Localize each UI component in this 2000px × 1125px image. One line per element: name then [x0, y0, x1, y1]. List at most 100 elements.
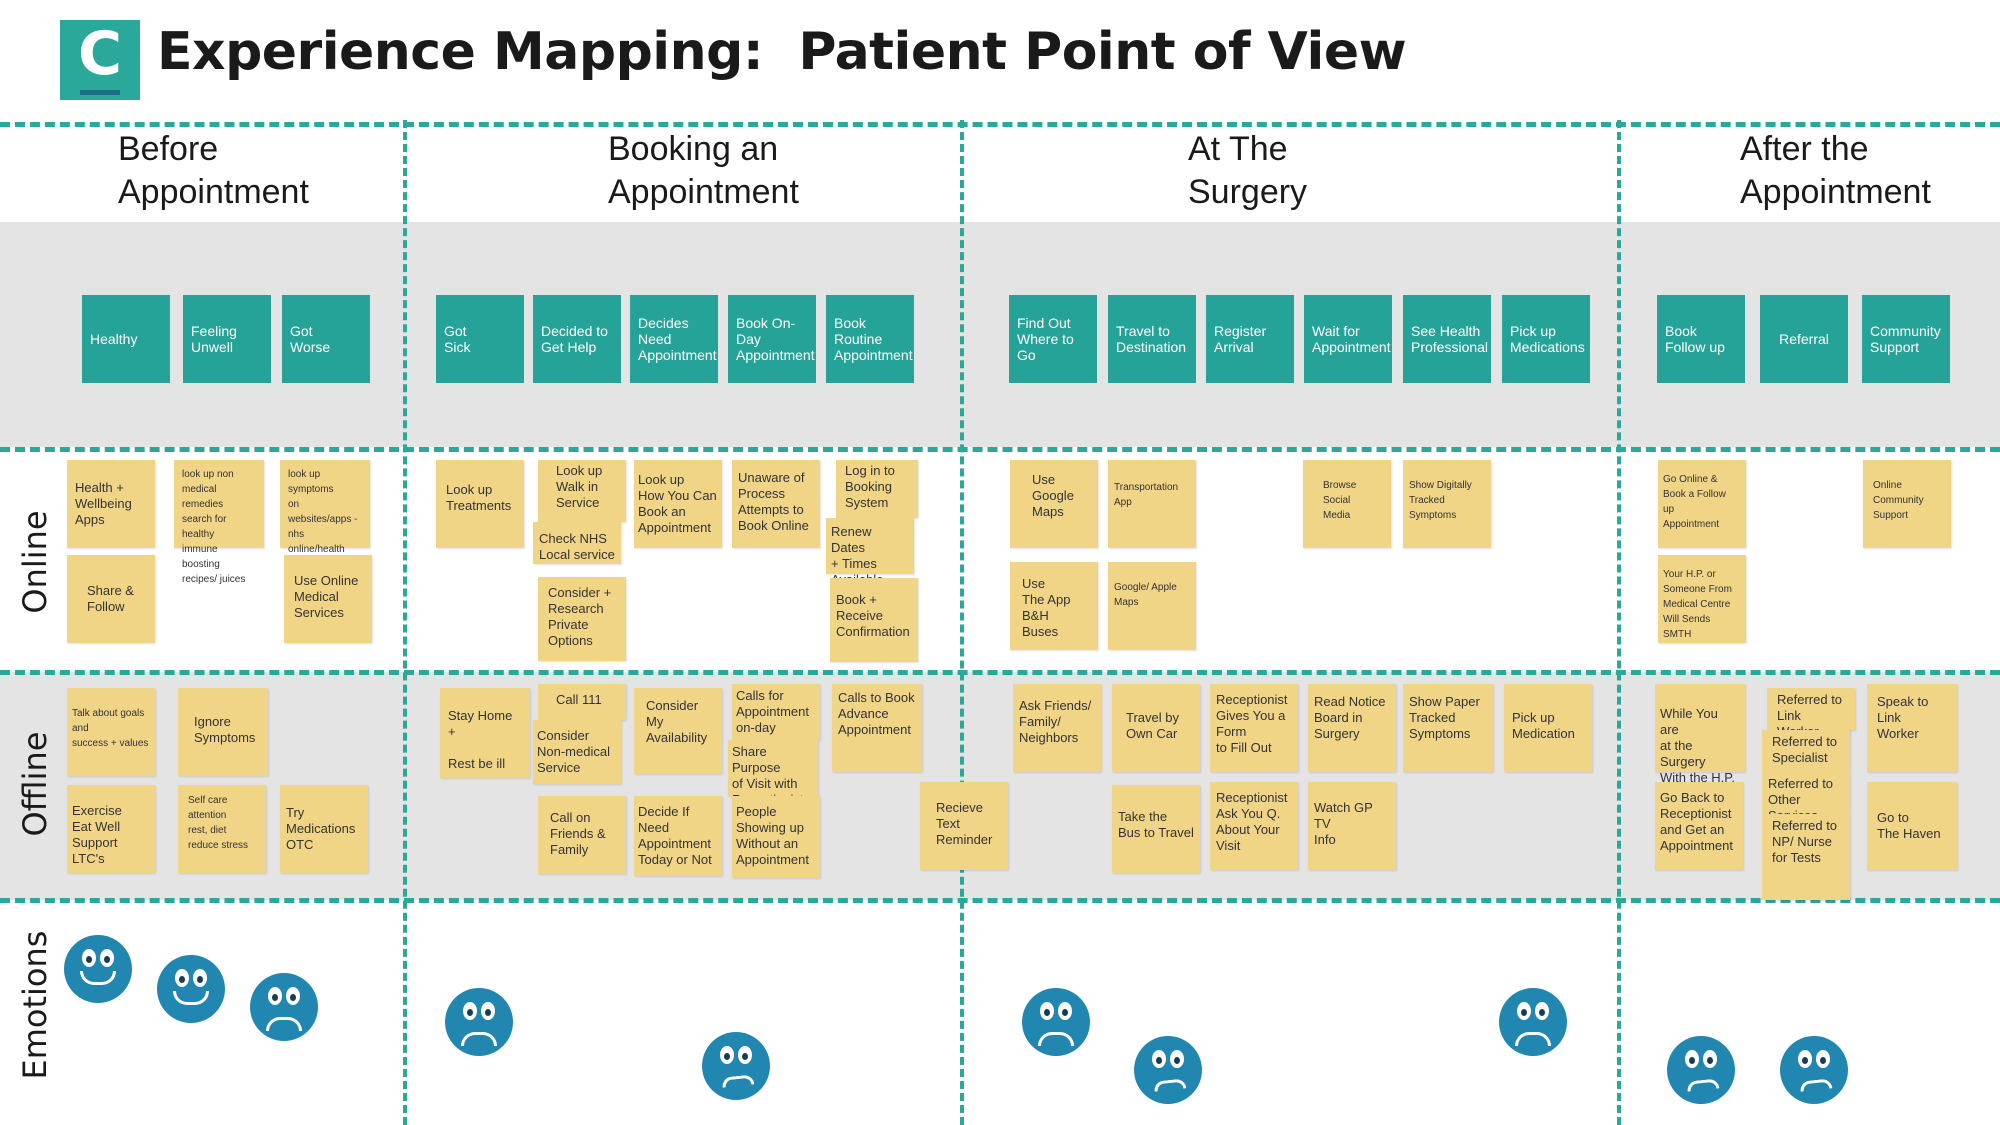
sticky-note-offline: Referred to Link Worker: [1767, 688, 1855, 739]
sticky-note-offline: Referred to Specialist: [1762, 730, 1850, 772]
sticky-note-online: Log in to Booking System: [836, 460, 918, 518]
sticky-note-offline: Ignore Symptoms: [178, 688, 268, 776]
phase-divider: [1617, 120, 1621, 1125]
sticky-note-offline: Referred to NP/ Nurse for Tests: [1762, 814, 1850, 900]
sticky-note-offline: Pick up Medication: [1504, 684, 1592, 772]
page-title: Experience Mapping: Patient Point of Vie…: [157, 22, 1407, 82]
touchpoint-step: Referral: [1760, 295, 1848, 383]
sticky-note-online: Look up Treatments: [436, 460, 524, 548]
sticky-note-offline: Speak to Link Worker: [1867, 684, 1957, 772]
sticky-note-online: look up symptoms on websites/apps - nhs …: [280, 460, 370, 585]
sticky-note-offline: Stay Home + Rest be ill: [440, 688, 530, 778]
touchpoint-step: Book Routine Appointment: [826, 295, 914, 383]
logo-letter: C: [77, 19, 123, 89]
mouth: [1153, 1078, 1187, 1092]
sticky-note-offline: Decide If Need Appointment Today or Not: [634, 796, 722, 876]
sticky-note-offline: Call 111: [538, 684, 626, 720]
eye: [1517, 1002, 1531, 1020]
sticky-note-offline: Call on Friends & Family: [538, 796, 626, 874]
touchpoint-step: Community Support: [1862, 295, 1950, 383]
phase-title-booking: Booking an Appointment: [608, 128, 799, 214]
sticky-note-offline: While You are at the Surgery With the H.…: [1655, 684, 1745, 785]
phase-title-line: After the: [1740, 130, 1869, 168]
phase-title-line: At The: [1188, 130, 1288, 168]
phase-divider: [403, 120, 407, 1125]
mouth: [173, 991, 209, 1005]
sticky-note-offline: Share Purpose of Visit with Receptionist: [728, 740, 818, 807]
touchpoint-step: Pick up Medications: [1502, 295, 1590, 383]
eye: [82, 949, 96, 967]
divider-online: [0, 447, 2000, 452]
sticky-note-online: Online Community Support: [1863, 460, 1951, 548]
touchpoint-step: Find Out Where to Go: [1009, 295, 1097, 383]
sticky-note-offline: Talk about goals and success + values: [67, 688, 155, 776]
sad-face-icon: [1499, 988, 1567, 1056]
sticky-note-offline: Watch GP TV Info: [1308, 782, 1396, 870]
sticky-note-online: Share & Follow: [67, 555, 155, 643]
happy-face-icon: [64, 935, 132, 1003]
touchpoint-step: See Health Professional: [1403, 295, 1491, 383]
mouth: [721, 1074, 755, 1088]
lane-emotions: Emotions: [16, 930, 54, 1080]
sticky-note-offline: Calls for Appointment on-day: [732, 684, 820, 740]
sticky-note-offline: Calls to Book Advance Appointment: [832, 684, 922, 772]
touchpoint-step: Wait for Appointment: [1304, 295, 1392, 383]
mouth: [1686, 1078, 1720, 1092]
touchpoint-step: Book On-Day Appointment: [728, 295, 816, 383]
sticky-note-online: Book + Receive Confirmation: [830, 578, 918, 662]
sticky-note-online: Use The App B&H Buses: [1010, 562, 1098, 650]
mouth: [1038, 1032, 1074, 1046]
phase-title-surgery: At The Surgery: [1188, 128, 1307, 214]
eye: [1816, 1050, 1830, 1068]
sticky-note-offline: Try Medications OTC: [280, 785, 368, 873]
mouth: [266, 1017, 302, 1031]
eye: [1152, 1050, 1166, 1068]
phase-title-line: Booking an: [608, 130, 779, 168]
sticky-note-online: Google/ Apple Maps: [1108, 562, 1196, 650]
sticky-note-online: Go Online & Book a Follow up Appointment: [1658, 460, 1746, 548]
phase-title-after: After the Appointment: [1740, 128, 1931, 214]
eye: [1798, 1050, 1812, 1068]
divider-offline: [0, 670, 2000, 675]
phase-divider: [960, 120, 964, 1125]
sticky-note-online: Your H.P. or Someone From Medical Centre…: [1658, 555, 1746, 643]
sticky-note-offline: Go to The Haven: [1867, 782, 1957, 870]
eye: [1040, 1002, 1054, 1020]
eye: [1685, 1050, 1699, 1068]
sticky-note-offline: Take the Bus to Travel: [1112, 785, 1200, 873]
lane-offline: Offline: [16, 731, 54, 837]
sticky-note-offline: People Showing up Without an Appointment: [732, 796, 820, 878]
sticky-note-online: Use Google Maps: [1010, 460, 1098, 548]
touchpoint-step: Travel to Destination: [1108, 295, 1196, 383]
happy-face-icon: [157, 955, 225, 1023]
touchpoint-step: Decided to Get Help: [533, 295, 621, 383]
touchpoint-step: Book Follow up: [1657, 295, 1745, 383]
eye: [286, 987, 300, 1005]
eye: [1535, 1002, 1549, 1020]
phase-title-line: Surgery: [1188, 173, 1308, 211]
mouth: [80, 971, 116, 985]
sad-face-icon: [445, 988, 513, 1056]
worried-face-icon: [702, 1032, 770, 1100]
touchpoint-step: Register Arrival: [1206, 295, 1294, 383]
sticky-note-online: Renew Dates + Times Available: [826, 518, 914, 587]
eye: [720, 1046, 734, 1064]
mouth: [1799, 1078, 1833, 1092]
sticky-note-offline: Self care attention rest, diet reduce st…: [178, 785, 266, 873]
sticky-note-offline: Receptionist Ask You Q. About Your Visit: [1210, 782, 1298, 870]
eye: [1058, 1002, 1072, 1020]
sticky-note-online: Health + Wellbeing Apps: [67, 460, 155, 548]
sticky-note-online: Check NHS Local service: [533, 522, 621, 564]
sticky-note-online: Transportation App: [1108, 460, 1196, 548]
sticky-note-online: Use Online Medical Services: [284, 555, 372, 643]
eye: [1703, 1050, 1717, 1068]
touchpoint-step: Healthy: [82, 295, 170, 383]
sticky-note-online: Look up Walk in Service: [538, 460, 626, 522]
sticky-note-online: Consider + Research Private Options: [538, 577, 626, 661]
eye: [1170, 1050, 1184, 1068]
sticky-note-offline: Exercise Eat Well Support LTC's: [67, 785, 155, 873]
mouth: [461, 1032, 497, 1046]
worried-face-icon: [1780, 1036, 1848, 1104]
sticky-note-offline: Receptionist Gives You a Form to Fill Ou…: [1210, 684, 1298, 772]
